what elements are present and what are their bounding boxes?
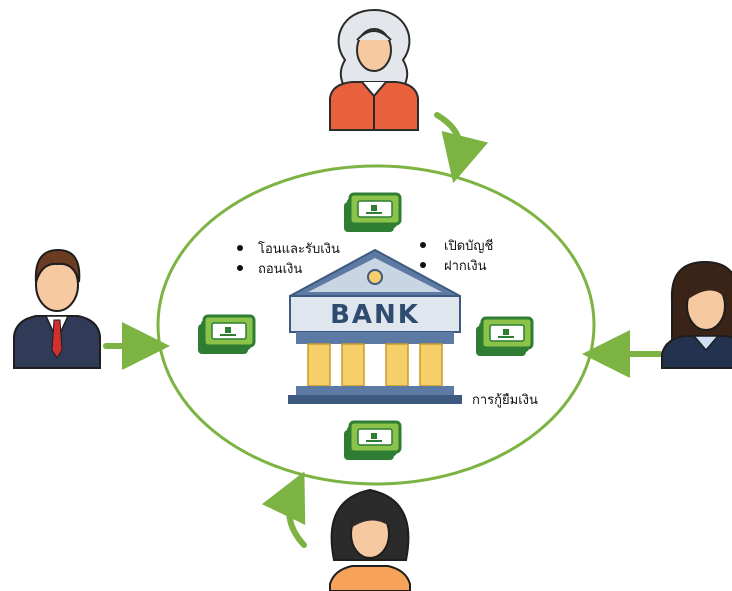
loan-label: การกู้ยืมเงิน <box>472 392 538 408</box>
service-item: ถอนเงิน <box>258 262 302 277</box>
bank-building-icon: BANK <box>288 248 462 404</box>
banknote-icon-right <box>474 316 534 358</box>
service-item: ฝากเงิน <box>444 259 487 274</box>
service-item: เปิดบัญชี <box>444 238 493 254</box>
banknote-icon-left <box>196 314 256 356</box>
service-list-right: เปิดบัญชี ฝากเงิน <box>420 238 493 274</box>
judge-icon <box>329 8 419 131</box>
bank-sign: BANK <box>330 300 420 330</box>
woman-long-hair-icon <box>329 488 411 591</box>
arrow-from-top <box>434 112 489 184</box>
banknote-icon-top <box>342 192 402 234</box>
bullet <box>420 242 426 248</box>
woman-icon <box>661 260 732 369</box>
bullet <box>237 265 243 271</box>
service-item: โอนและรับเงิน <box>258 241 340 257</box>
service-list-left: โอนและรับเงิน ถอนเงิน <box>237 241 340 277</box>
banknote-icon-bottom <box>342 420 402 462</box>
bullet <box>237 245 243 251</box>
businessman-icon <box>13 248 101 369</box>
arrow-from-bottom <box>261 471 307 548</box>
bullet <box>420 262 426 268</box>
